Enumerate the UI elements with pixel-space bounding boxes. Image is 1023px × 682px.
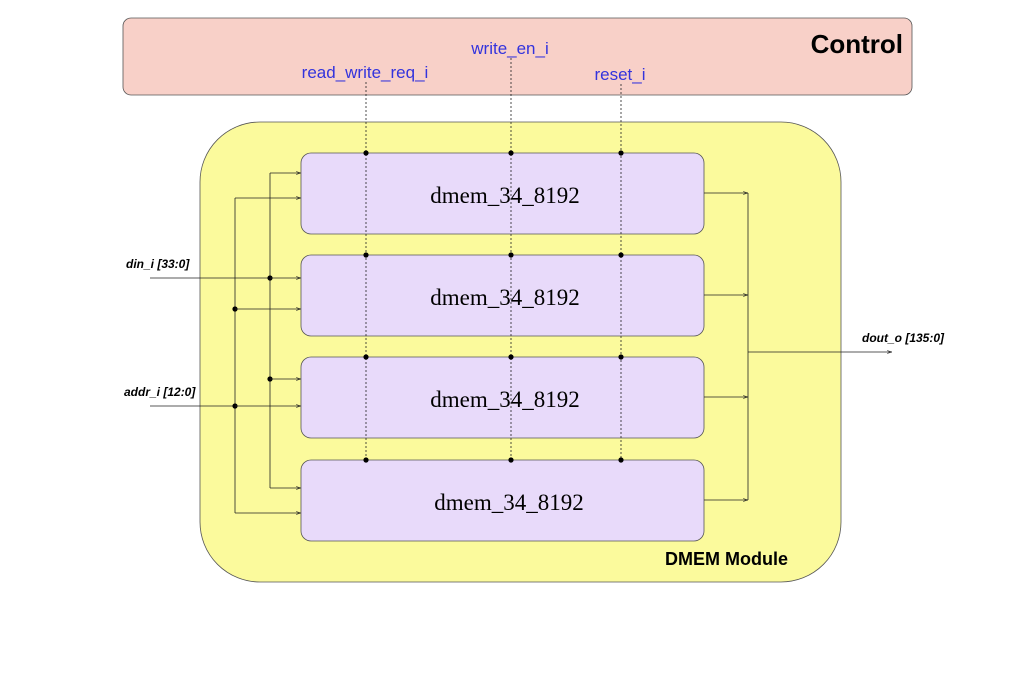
signal-junction-dot xyxy=(618,457,624,463)
din-port-label: din_i [33:0] xyxy=(126,257,190,271)
write-en-signal-label: write_en_i xyxy=(470,39,549,58)
signal-junction-dot xyxy=(508,252,514,258)
dout-port-label: dout_o [135:0] xyxy=(862,331,945,345)
dmem-block-4-label: dmem_34_8192 xyxy=(434,490,584,515)
signal-junction-dot xyxy=(508,150,514,156)
module-title: DMEM Module xyxy=(665,549,788,569)
read-write-req-signal-label: read_write_req_i xyxy=(302,63,429,82)
signal-junction-dot xyxy=(363,252,369,258)
signal-junction-dot xyxy=(508,457,514,463)
signal-junction-dot xyxy=(363,354,369,360)
dmem-block-4 xyxy=(300,459,705,542)
control-junction-dots xyxy=(363,150,624,463)
addr-port-label: addr_i [12:0] xyxy=(124,385,196,399)
dmem-block-2-label: dmem_34_8192 xyxy=(430,285,580,310)
dmem-block-3 xyxy=(300,356,705,439)
control-box xyxy=(122,17,913,96)
signal-junction-dot xyxy=(508,354,514,360)
control-title: Control xyxy=(811,29,903,59)
dmem-block-2 xyxy=(300,254,705,337)
signal-junction-dot xyxy=(618,150,624,156)
dmem-block-1-label: dmem_34_8192 xyxy=(430,183,580,208)
signal-junction-dot xyxy=(618,354,624,360)
signal-junction-dot xyxy=(363,150,369,156)
reset-signal-label: reset_i xyxy=(594,65,645,84)
dmem-block-3-label: dmem_34_8192 xyxy=(430,387,580,412)
signal-junction-dot xyxy=(618,252,624,258)
signal-junction-dot xyxy=(363,457,369,463)
dmem-block-1 xyxy=(300,152,705,235)
